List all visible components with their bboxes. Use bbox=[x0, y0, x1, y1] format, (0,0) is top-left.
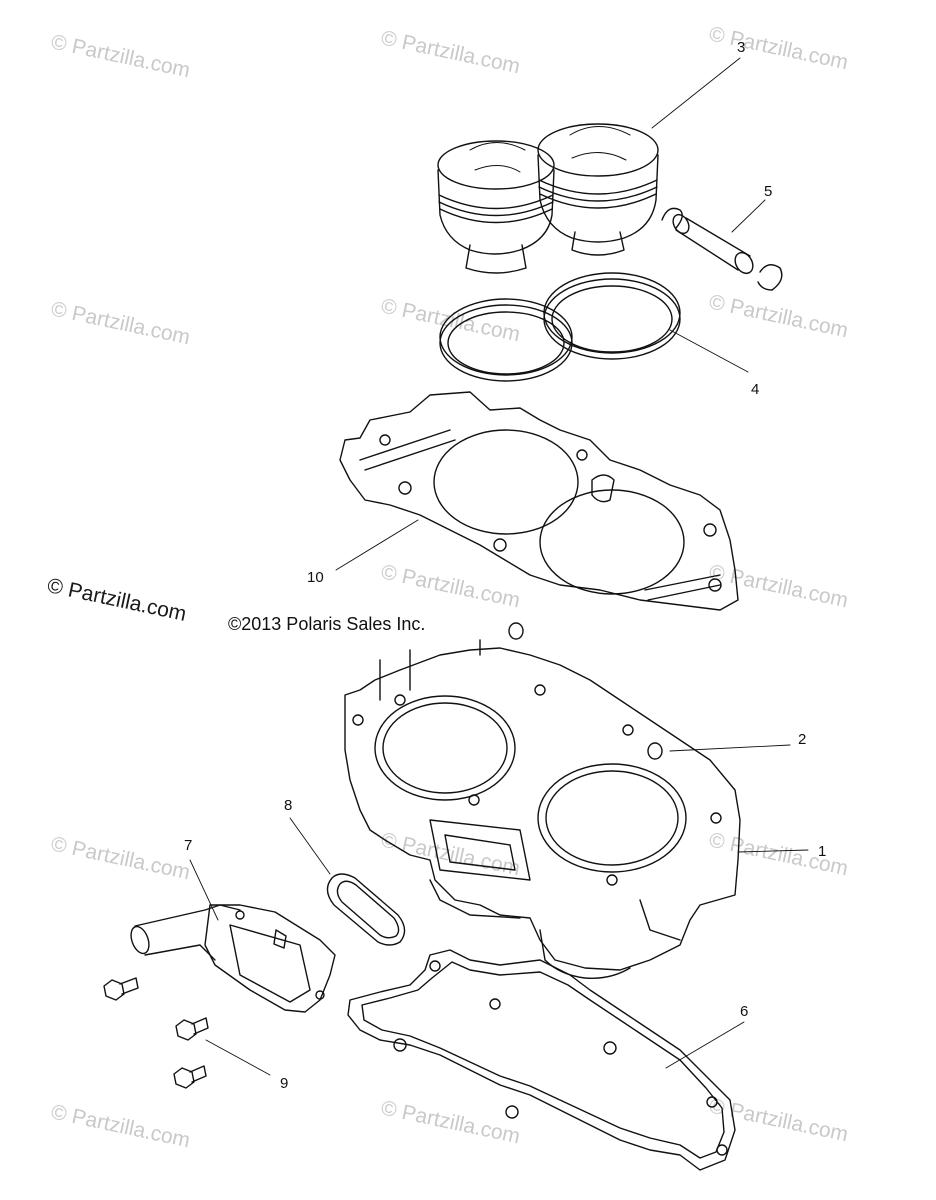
circlip-left bbox=[661, 207, 683, 229]
bolt bbox=[173, 1065, 207, 1089]
bolt bbox=[103, 977, 139, 1001]
watermark: © Partzilla.com bbox=[49, 1100, 192, 1152]
bolt bbox=[175, 1017, 209, 1041]
watermark: © Partzilla.com bbox=[49, 297, 192, 349]
watermark: © Partzilla.com bbox=[707, 290, 850, 342]
callout-2: 2 bbox=[798, 731, 806, 748]
watermark: © Partzilla.com bbox=[379, 294, 522, 346]
water-outlet bbox=[130, 904, 336, 1013]
outlet-seal bbox=[326, 873, 406, 946]
callout-4: 4 bbox=[751, 381, 759, 398]
watermarks: © Partzilla.com © Partzilla.com © Partzi… bbox=[49, 22, 850, 1152]
callout-3: 3 bbox=[737, 39, 745, 56]
watermark: © Partzilla.com bbox=[49, 30, 192, 82]
callout-10: 10 bbox=[307, 569, 324, 586]
piston-right bbox=[537, 123, 659, 256]
callout-9: 9 bbox=[280, 1075, 288, 1092]
callout-6: 6 bbox=[740, 1003, 748, 1020]
watermark: © Partzilla.com bbox=[707, 22, 850, 74]
callout-5: 5 bbox=[764, 183, 772, 200]
piston-rings-right bbox=[543, 272, 681, 360]
dowel-pin bbox=[647, 742, 663, 760]
circlip-right bbox=[757, 264, 783, 291]
watermark: © Partzilla.com bbox=[379, 560, 522, 612]
base-gasket bbox=[347, 949, 736, 1171]
wrist-pin bbox=[672, 213, 754, 275]
watermark: © Partzilla.com bbox=[707, 828, 850, 880]
cylinder-block bbox=[344, 639, 741, 979]
watermark: © Partzilla.com bbox=[49, 832, 192, 884]
piston-left bbox=[437, 140, 555, 274]
callout-1: 1 bbox=[818, 843, 826, 860]
head-gasket bbox=[339, 391, 739, 611]
callout-8: 8 bbox=[284, 797, 292, 814]
watermark: © Partzilla.com bbox=[707, 1094, 850, 1146]
watermark: © Partzilla.com bbox=[379, 26, 522, 78]
callouts: 3 5 4 10 2 1 8 7 6 9 bbox=[184, 39, 826, 1092]
callout-7: 7 bbox=[184, 837, 192, 854]
copyright-notice: ©2013 Polaris Sales Inc. bbox=[228, 614, 426, 634]
leader-lines bbox=[189, 57, 809, 1076]
dowel-pin-top bbox=[508, 622, 524, 640]
watermark: © Partzilla.com bbox=[379, 1096, 522, 1148]
